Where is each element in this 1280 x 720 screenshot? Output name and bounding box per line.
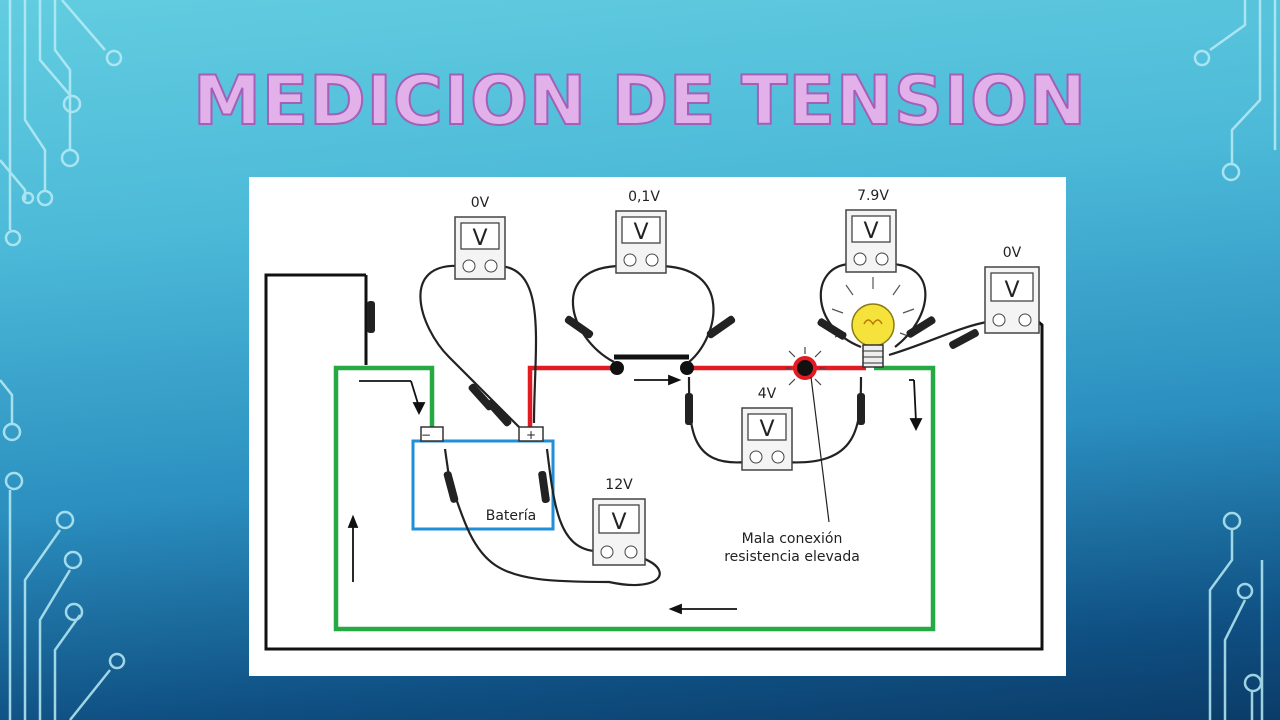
lead-meter-6-b bbox=[545, 448, 595, 553]
lead-meter-3-a bbox=[819, 262, 862, 349]
meter-face: V bbox=[1004, 278, 1019, 303]
circuit-diagram: − + Batería bbox=[249, 177, 1066, 676]
lead-meter-5-a bbox=[687, 376, 747, 464]
meter-reading: 0V bbox=[1003, 245, 1022, 261]
lead-meter-3-b bbox=[888, 262, 927, 348]
meter-face: V bbox=[863, 219, 878, 244]
meter-reading: 7.9V bbox=[857, 188, 889, 204]
slide-title: MEDICION DE TENSION bbox=[192, 61, 1087, 142]
lead-meter-5-b bbox=[783, 376, 863, 464]
lead-meter-6-a bbox=[443, 448, 661, 587]
probe-1 bbox=[367, 301, 375, 333]
ground-wire bbox=[333, 365, 936, 632]
meter-reading: 0,1V bbox=[628, 189, 660, 205]
voltmeter-connection: V 4V bbox=[741, 386, 793, 471]
voltmeter-lamp-ground: V 0V bbox=[984, 245, 1040, 334]
negative-terminal-label: − bbox=[421, 428, 431, 442]
voltmeter-battery: V 12V bbox=[592, 477, 646, 566]
meter-face: V bbox=[633, 220, 648, 245]
positive-wire bbox=[527, 365, 866, 429]
positive-terminal-label: + bbox=[526, 428, 536, 442]
ground-return-wire bbox=[264, 273, 1044, 651]
voltmeter-switch: V 0,1V bbox=[615, 189, 667, 274]
lead-meter-2-b bbox=[657, 264, 715, 363]
meter-reading: 0V bbox=[471, 195, 490, 211]
lead-meter-1-b bbox=[496, 264, 538, 424]
current-flow-arrows bbox=[347, 374, 923, 615]
meter-face: V bbox=[611, 510, 626, 535]
meter-face: V bbox=[759, 417, 774, 442]
meter-reading: 12V bbox=[605, 477, 633, 493]
battery-label: Batería bbox=[486, 508, 537, 524]
battery: − + Batería bbox=[411, 426, 555, 531]
lead-meter-1-a bbox=[419, 264, 520, 428]
meter-reading: 4V bbox=[758, 386, 777, 402]
lead-meter-2-a bbox=[571, 264, 623, 363]
voltmeter-battery-ground: V 0V bbox=[454, 195, 506, 280]
switch bbox=[610, 354, 694, 375]
bad-connection-icon bbox=[785, 347, 825, 386]
voltmeter-lamp: V 7.9V bbox=[845, 188, 897, 273]
lamp-icon bbox=[831, 277, 915, 368]
fault-pointer bbox=[810, 376, 830, 523]
lead-meter-4-a bbox=[888, 320, 988, 357]
fault-label-line2: resistencia elevada bbox=[724, 549, 860, 565]
meter-face: V bbox=[472, 226, 487, 251]
fault-label-line1: Mala conexión bbox=[742, 531, 843, 547]
